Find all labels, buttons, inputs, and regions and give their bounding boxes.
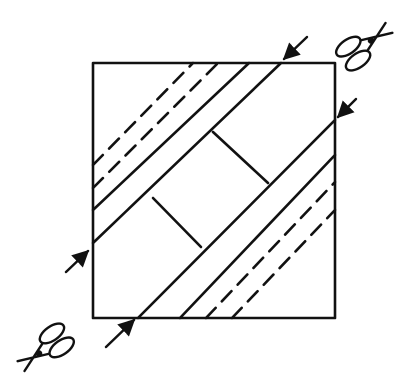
arrows — [66, 37, 356, 347]
dashed-fold-line — [232, 210, 335, 318]
solid-cut-line — [180, 155, 335, 318]
solid-cut-line — [93, 63, 281, 243]
center-cut-line — [153, 198, 201, 247]
solid-cut-line — [93, 63, 249, 210]
dashed-fold-line — [93, 63, 218, 188]
scissors-icon — [333, 16, 398, 75]
solid-cut-line — [138, 120, 335, 318]
diagram-ink — [93, 63, 335, 318]
arrow-icon — [106, 320, 134, 347]
arrow-icon — [338, 99, 356, 117]
arrow-icon — [66, 251, 88, 272]
center-cut-line — [213, 132, 268, 183]
paper-square — [93, 63, 335, 318]
dashed-fold-line — [93, 63, 193, 165]
arrow-icon — [284, 37, 307, 59]
dashed-fold-line — [206, 182, 335, 318]
scissors-icon — [12, 320, 77, 379]
